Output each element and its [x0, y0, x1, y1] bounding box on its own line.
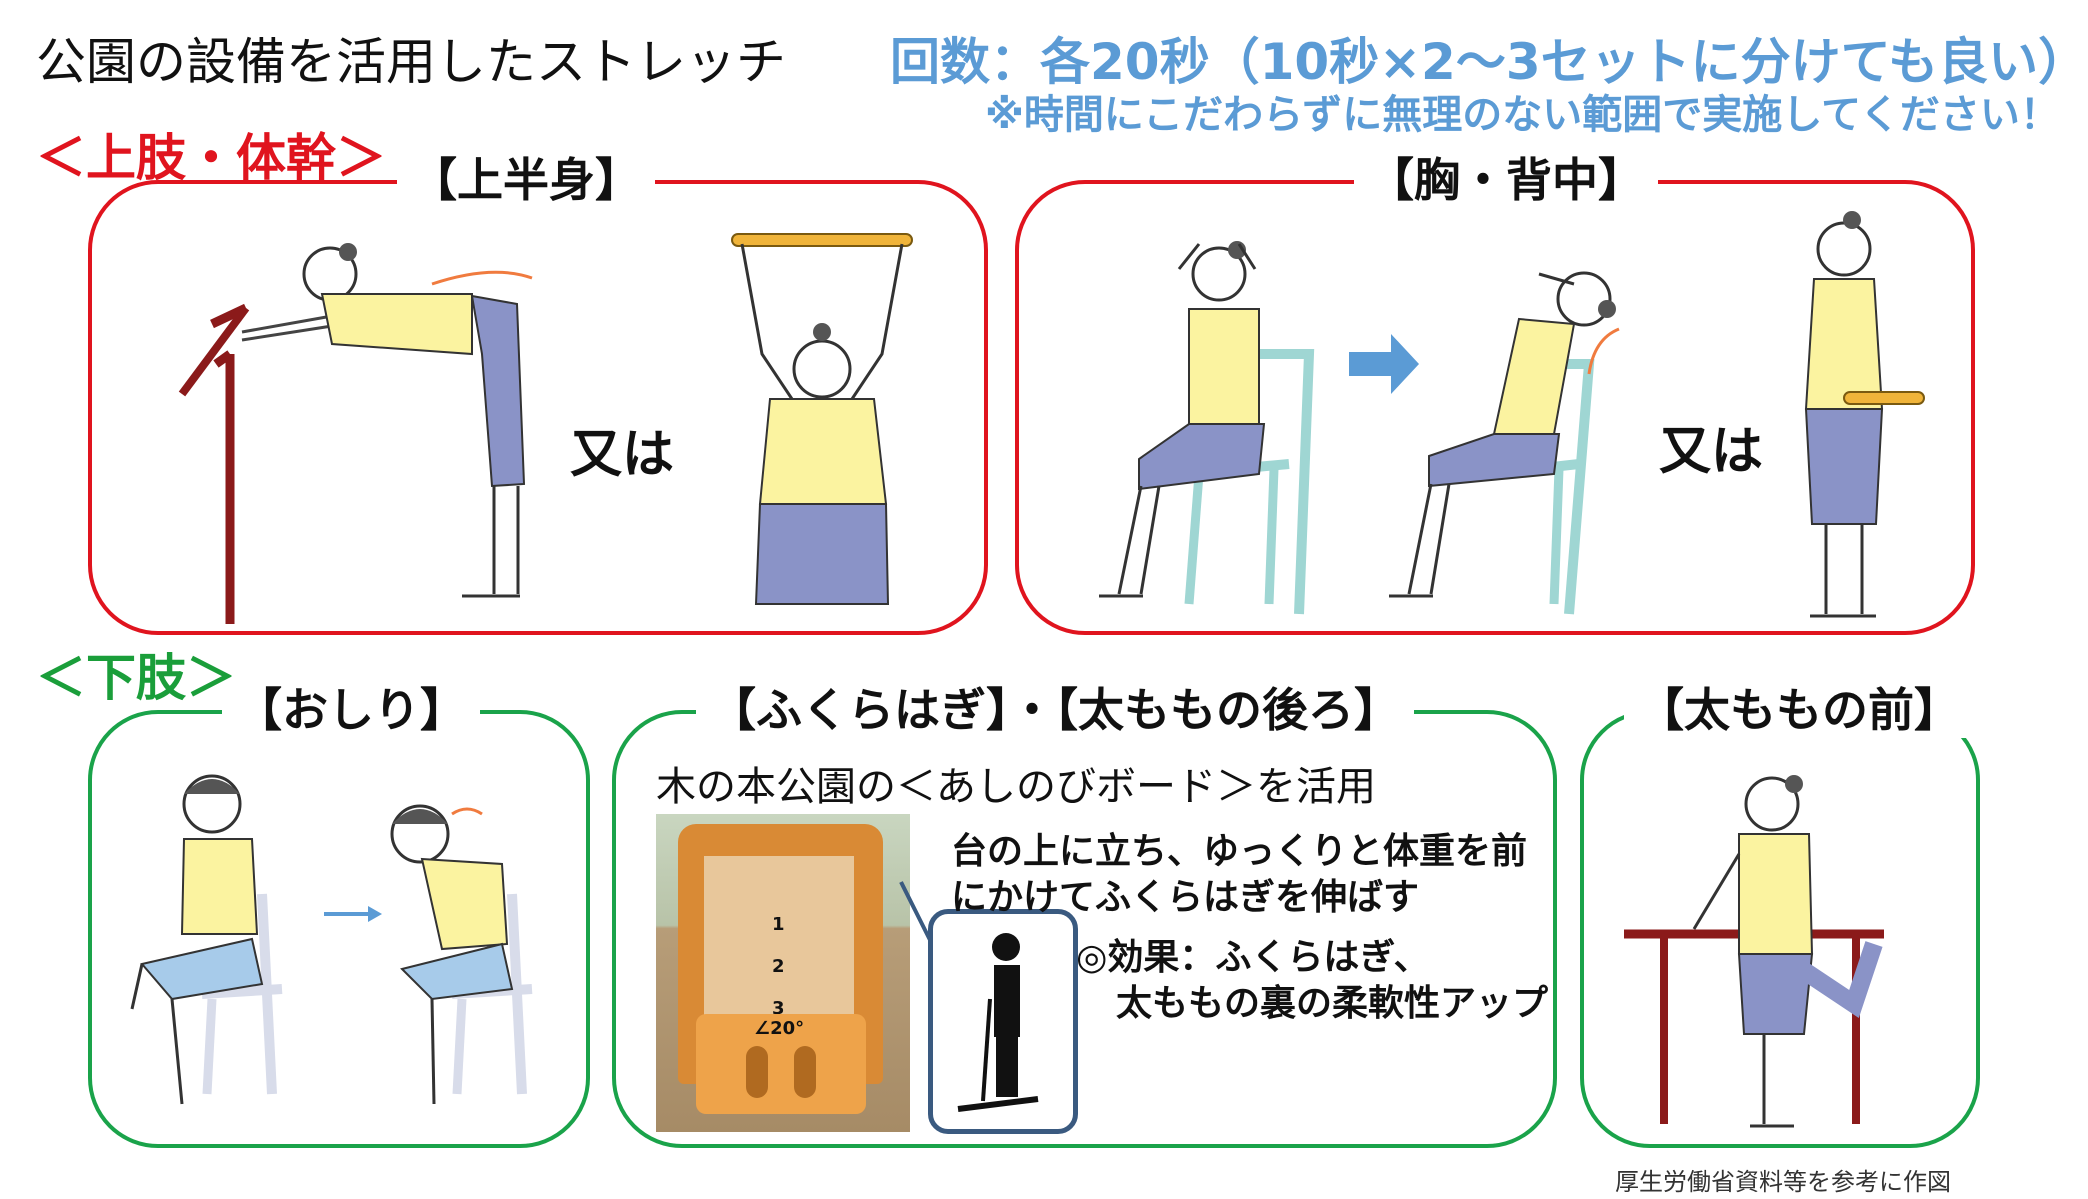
section-heading-upper: ＜上肢・体幹＞ — [36, 129, 386, 187]
panel-upper-body: 【上半身】 又は — [88, 152, 988, 635]
effect-text-line1: ◎効果：ふくらはぎ、 — [1076, 937, 1430, 978]
board-number-3: 3 — [772, 998, 785, 1019]
board-photo: 1 2 3 ∠20° — [656, 814, 910, 1132]
board-panel: 1 2 3 — [704, 856, 854, 1031]
seated-hands-behind-head-illustration — [1099, 241, 1315, 615]
panel-chest-back: 【胸・背中】 又は — [1015, 152, 1975, 635]
source-credit: 厚生労働省資料等を参考に作図 — [1615, 1168, 1951, 1196]
instruction-text-line2: にかけてふくらはぎを伸ばす — [951, 877, 1420, 918]
seated-back-arch-illustration — [1389, 271, 1620, 615]
effect-text-line2: 太ももの裏の柔軟性アップ — [1116, 983, 1549, 1024]
panel-front-thigh: 【太ももの前】 — [1580, 682, 1980, 1148]
seated-leg-cross-illustration — [130, 774, 283, 1105]
right-arrow-icon — [1349, 334, 1419, 394]
standing-quad-stretch-illustration — [1624, 775, 1884, 1128]
instruction-text-line1: 台の上に立ち、ゆっくりと体重を前 — [951, 831, 1528, 872]
safety-note: ※時間にこだわらずに無理のない範囲で実施してください！ — [985, 92, 2060, 138]
panel-calf-hamstring: 【ふくらはぎ】・【太ももの後ろ】 木の本公園の＜あしのびボード＞を活用 1 2 … — [612, 682, 1557, 1148]
panel-label-chest-back: 【胸・背中】 — [1354, 152, 1658, 208]
right-footprint-icon — [794, 1046, 816, 1098]
panel-label-upper-body: 【上半身】 — [397, 152, 655, 208]
standing-band-behind-back-illustration — [1804, 211, 1925, 618]
overhead-band-stretch-illustration — [731, 233, 913, 605]
left-footprint-icon — [746, 1046, 768, 1098]
page-title: 公園の設備を活用したストレッチ — [36, 33, 786, 91]
panel-label-buttocks: 【おしり】 — [222, 682, 480, 738]
right-arrow-icon — [324, 906, 382, 922]
section-heading-lower: ＜下肢＞ — [36, 649, 236, 707]
callout-box — [928, 909, 1078, 1134]
person-on-board-icon — [957, 933, 1039, 1112]
board-number-2: 2 — [772, 956, 785, 977]
seated-lean-forward-illustration — [390, 804, 533, 1105]
panel-buttocks: 【おしり】 — [88, 682, 590, 1148]
board-step: ∠20° — [696, 1014, 866, 1114]
panel-label-front-thigh: 【太ももの前】 — [1624, 682, 1974, 738]
panel-label-calf-hamstring: 【ふくらはぎ】・【太ももの後ろ】 — [696, 682, 1414, 738]
or-text-chest-back: 又は — [1659, 422, 1764, 482]
or-text-upper-body: 又は — [570, 425, 675, 485]
board-number-1: 1 — [772, 914, 785, 935]
board-angle-label: ∠20° — [754, 1018, 805, 1039]
repetition-info: 回数：各20秒（10秒×2～3セットに分けても良い） — [890, 33, 2088, 91]
bent-forward-stretch-illustration — [178, 243, 533, 624]
board-subtitle: 木の本公園の＜あしのびボード＞を活用 — [656, 764, 1376, 810]
